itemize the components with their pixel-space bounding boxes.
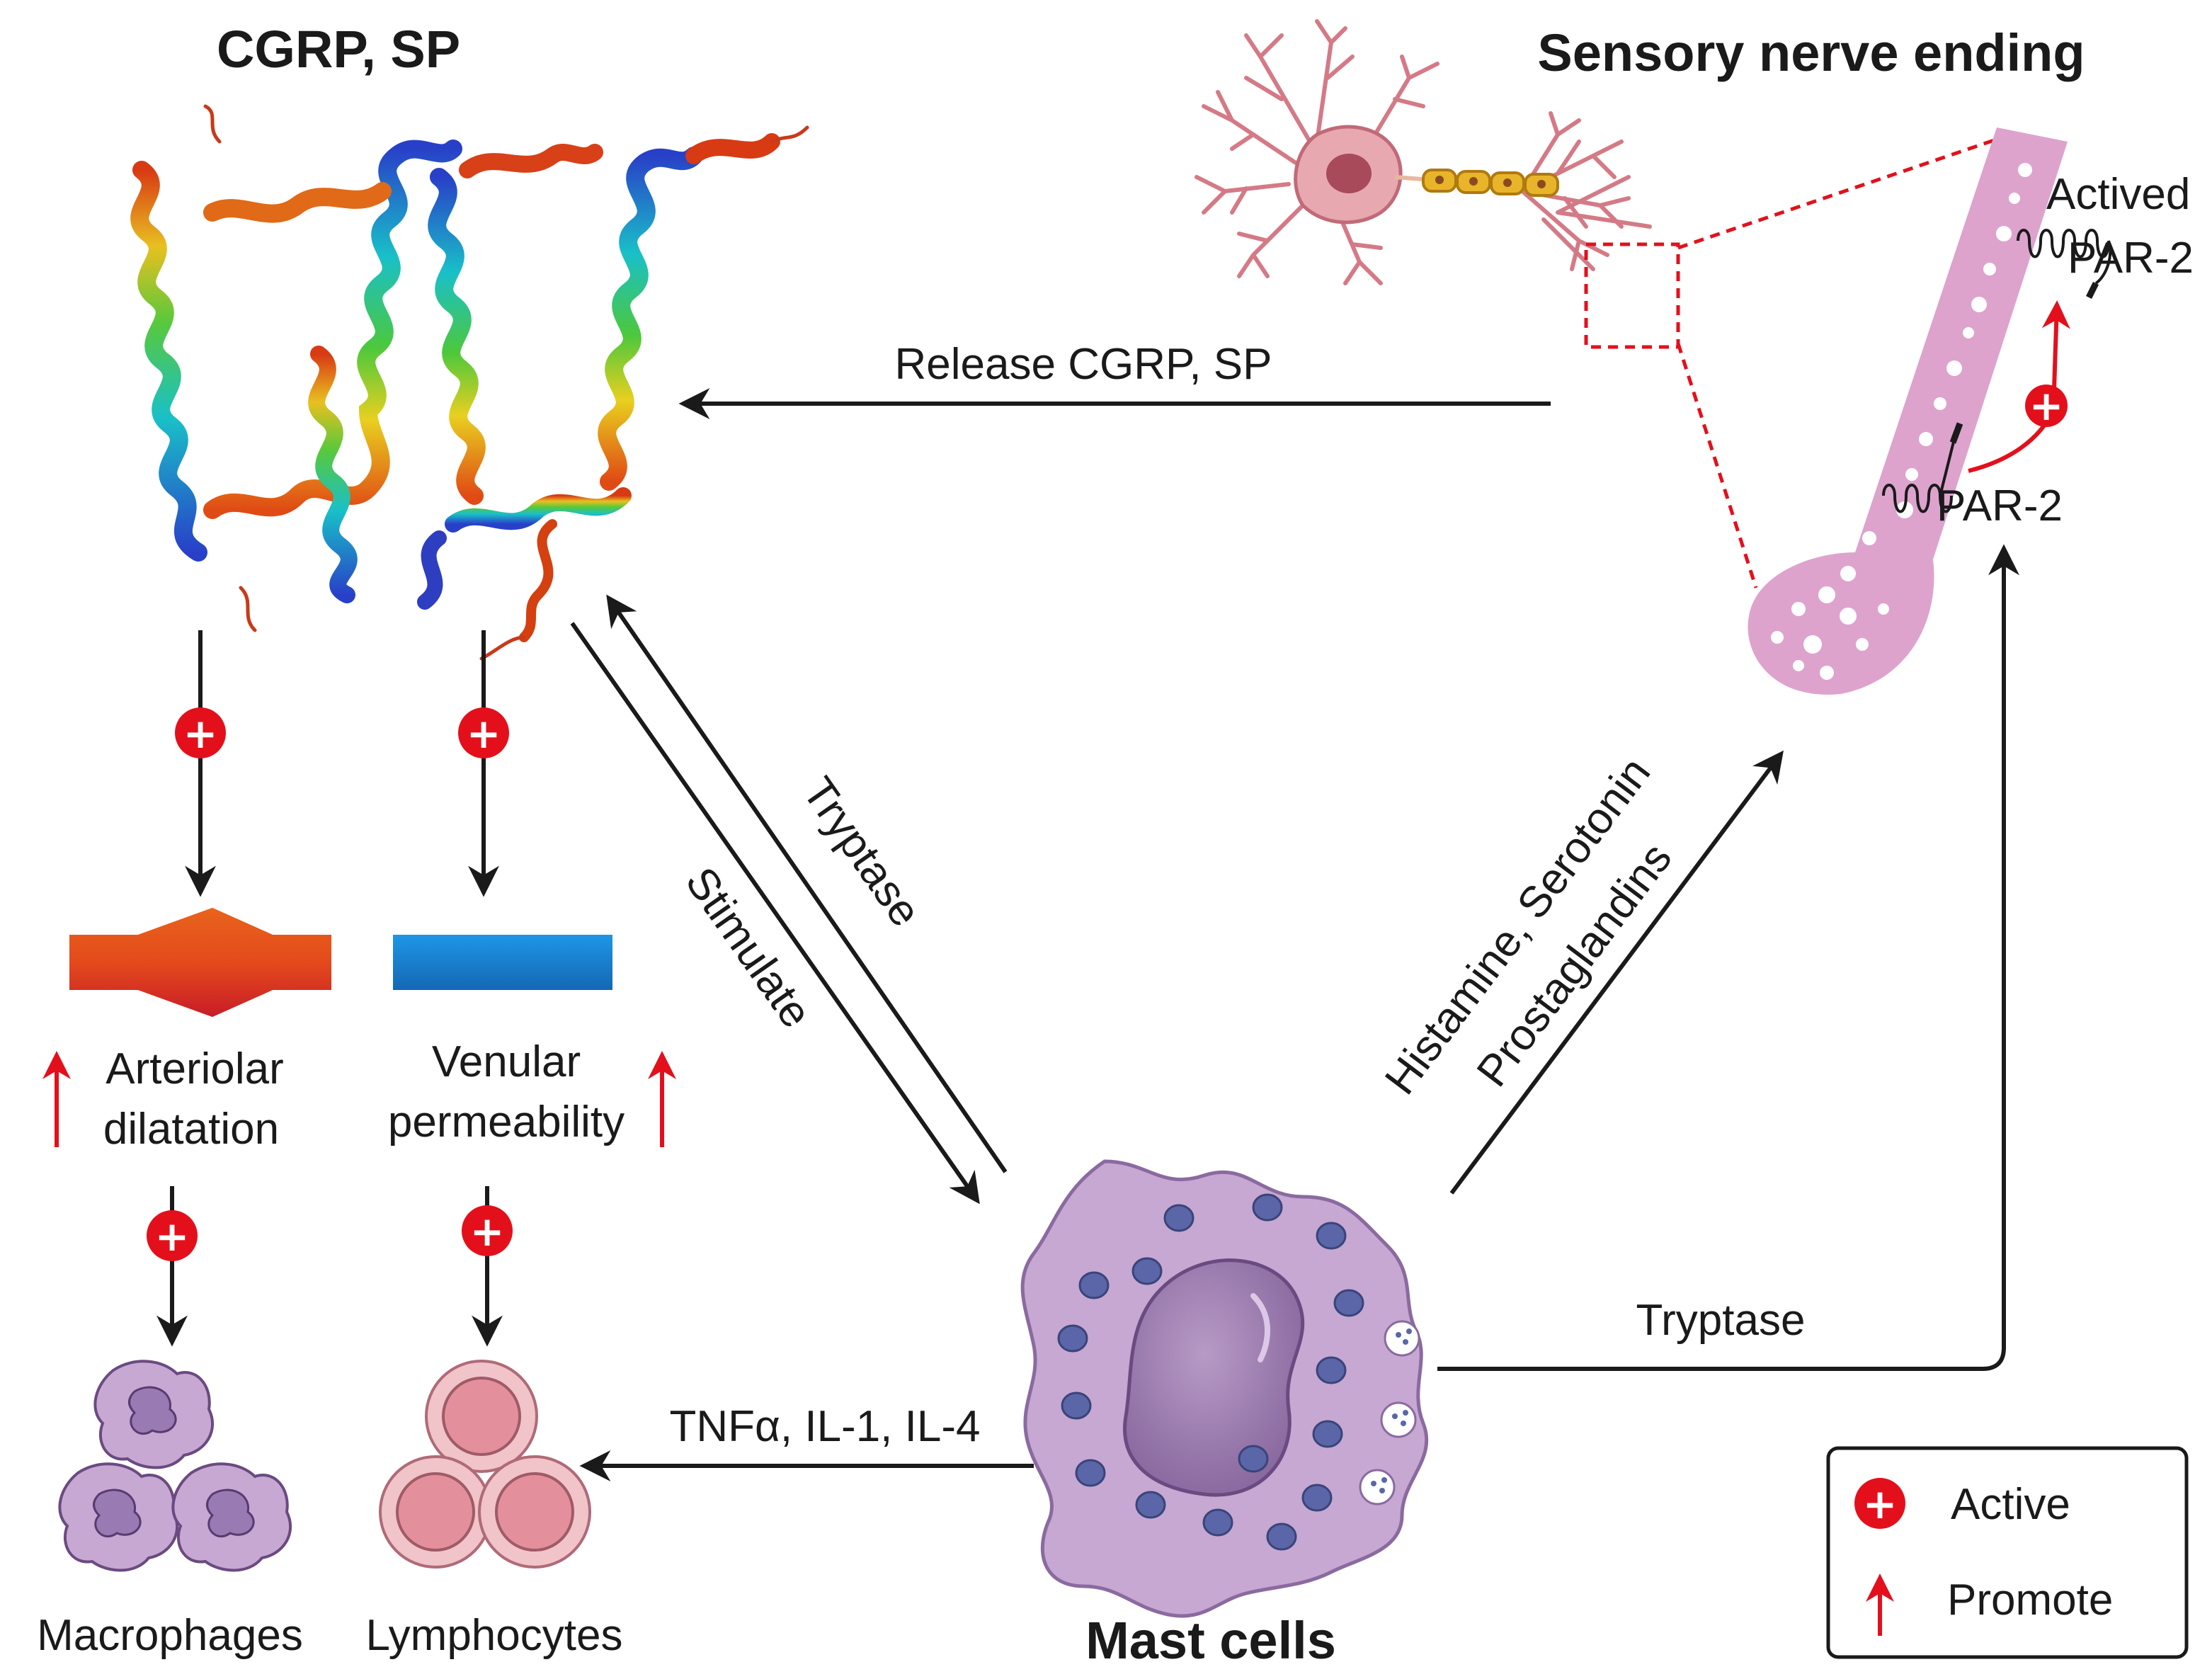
svg-text:+: + (1863, 1480, 1898, 1528)
sensory-nerve-title: Sensory nerve ending (1537, 23, 2085, 82)
tryptase-right-label: Tryptase (1636, 1296, 1806, 1345)
activated-par2-receptor (2017, 229, 2112, 300)
svg-text:+: + (467, 710, 501, 758)
tryptase-par2-arrow (1437, 544, 2019, 1371)
par2-receptor (1882, 422, 1963, 513)
macrophages-label: Macrophages (37, 1611, 303, 1660)
stimulate-arrow (570, 622, 980, 1205)
lymphocyte-active-icon: + (462, 1205, 513, 1256)
permeability-label: permeability (388, 1098, 625, 1146)
svg-text:+: + (470, 1207, 505, 1256)
tryptase-up-arrow (606, 594, 1008, 1173)
tryptase-up-label: Tryptase (793, 769, 930, 935)
legend: + Active Promote (1826, 1446, 2189, 1659)
cytokine-label: TNFα, IL-1, IL-4 (670, 1402, 981, 1451)
venule-active-icon: + (458, 707, 509, 758)
venular-label: Venular (432, 1037, 581, 1086)
svg-text:+: + (2029, 382, 2064, 430)
mast-cells-title: Mast cells (1085, 1611, 1336, 1670)
cgrp-sp-protein-structure (130, 104, 809, 661)
cgrp-sp-title: CGRP, SP (217, 20, 460, 79)
mast-cell (1020, 1159, 1429, 1618)
actived-label: Actived (2046, 170, 2190, 219)
lymphocytes-illustration (379, 1360, 591, 1569)
par2-label: PAR-2 (1937, 482, 2063, 530)
legend-active-label: Active (1951, 1480, 2070, 1529)
macrophages-illustration (58, 1360, 292, 1572)
histamine-arrow (1449, 750, 1784, 1195)
arteriolar-label: Arteriolar (106, 1045, 284, 1093)
svg-text:+: + (155, 1212, 190, 1260)
par2-active-icon: + (2025, 382, 2068, 430)
dilatation-label: dilatation (103, 1105, 279, 1154)
zoom-box (1584, 132, 2012, 588)
macrophage-active-icon: + (147, 1210, 198, 1261)
release-label: Release CGRP, SP (895, 340, 1272, 389)
svg-text:+: + (183, 710, 218, 758)
legend-active-icon: + (1854, 1478, 1905, 1529)
venule (393, 935, 612, 990)
neuron-illustration (1195, 19, 1652, 285)
artery-active-icon: + (175, 707, 226, 758)
sensory-nerve-ending (1748, 127, 2112, 695)
legend-promote-label: Promote (1947, 1576, 2113, 1624)
lymphocytes-label: Lymphocytes (366, 1611, 623, 1660)
actived-par2-label: PAR-2 (2068, 234, 2194, 283)
